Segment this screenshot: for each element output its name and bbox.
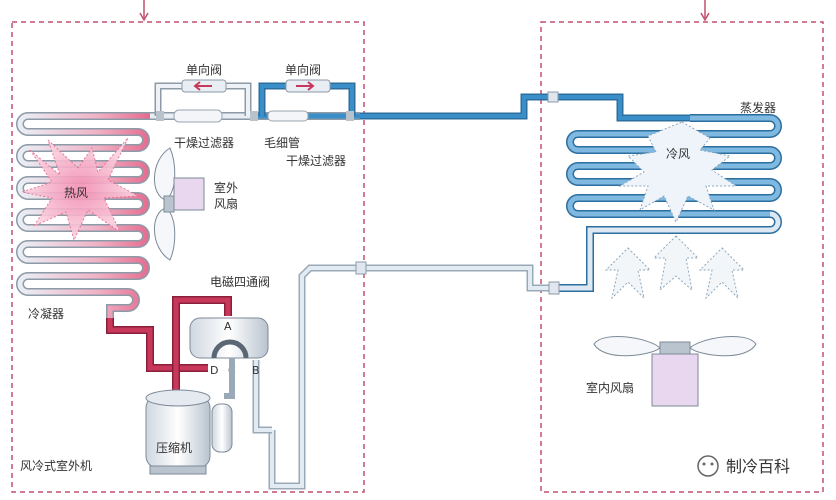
indoor-entry-arrowhead: [700, 12, 710, 22]
condenser-label: 冷凝器: [28, 306, 64, 321]
watermark: 制冷百科: [697, 455, 790, 477]
cold-air-burst: [618, 121, 738, 224]
compressor-label: 压缩机: [156, 440, 192, 455]
hot-air-label: 热风: [64, 186, 88, 200]
outdoor-fan: [153, 147, 205, 261]
wechat-icon: [697, 455, 719, 477]
dryer-filter-left: [173, 109, 223, 123]
check-valve-left-label: 单向阀: [186, 62, 222, 77]
indoor-fan: [593, 336, 757, 407]
compressor: [145, 389, 233, 475]
cold-air-label: 冷风: [666, 147, 690, 161]
dryer-filter-left-label: 干燥过滤器: [174, 136, 234, 150]
dryer-filter-right-label: 干燥过滤器: [286, 154, 346, 168]
indoor-unit-border: [540, 21, 824, 493]
indoor-fan-label: 室内风扇: [586, 380, 634, 395]
capillary-tube: [267, 110, 309, 122]
outdoor-unit-title: 风冷式室外机: [20, 458, 92, 473]
check-valve-right-label: 单向阀: [285, 62, 321, 77]
outdoor-unit-border: [11, 21, 365, 493]
port-d-label: D: [210, 364, 218, 377]
outdoor-fan-label-1: 室外: [214, 180, 238, 195]
indoor-airflow-arrows: [604, 235, 746, 300]
hot-air-burst: [20, 137, 140, 242]
port-a-label: A: [224, 320, 232, 333]
suction-line-return: [268, 264, 555, 490]
outdoor-entry-arrowhead: [139, 12, 149, 22]
evaporator-label: 蒸发器: [740, 100, 776, 115]
watermark-text: 制冷百科: [726, 457, 790, 476]
four-way-valve-label: 电磁四通阀: [210, 274, 270, 289]
capillary-label: 毛细管: [264, 135, 300, 150]
condenser-coil: [16, 112, 154, 322]
port-b-label: B: [252, 364, 260, 377]
outdoor-fan-label-2: 风扇: [214, 196, 238, 211]
